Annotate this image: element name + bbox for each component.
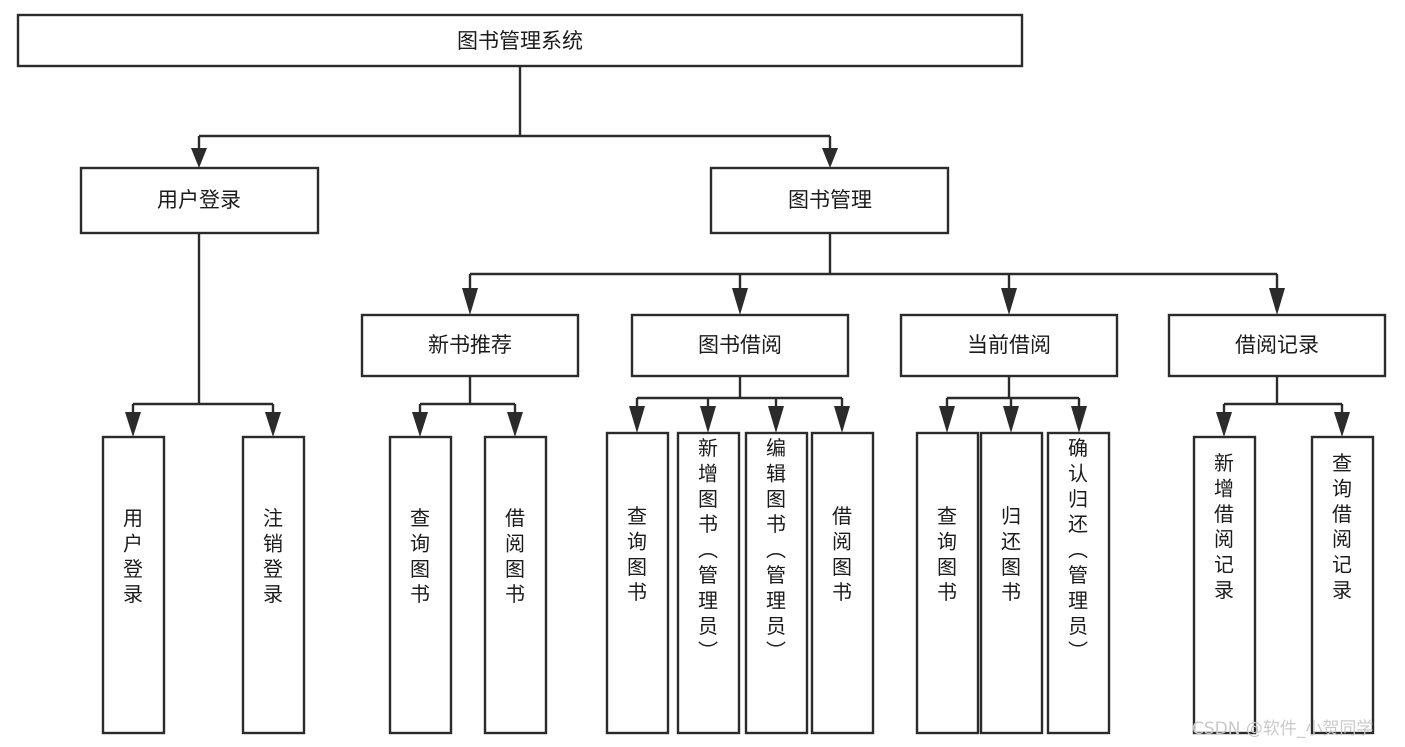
node-leaf-query-book-3[interactable]: 查询图书 <box>915 431 980 735</box>
node-user-login-box[interactable] <box>79 166 320 235</box>
node-leaf-query-book-3-box[interactable] <box>915 431 980 735</box>
node-current-borrow[interactable]: 当前借阅 <box>899 313 1119 378</box>
node-leaf-add-record[interactable]: 新增借阅记录 <box>1192 435 1257 735</box>
arrow-head-leaf-query-record <box>1334 412 1350 437</box>
node-user-login[interactable]: 用户登录 <box>79 166 320 235</box>
node-leaf-query-book-3-label: 查询图书 <box>937 504 957 604</box>
arrow-head-leaf-edit-book <box>768 406 784 433</box>
node-root-label: 图书管理系统 <box>457 29 583 53</box>
arrow-head-leaf-query-book-2 <box>629 406 645 433</box>
node-leaf-query-book-2[interactable]: 查询图书 <box>605 431 670 735</box>
node-leaf-edit-book-box[interactable] <box>744 431 809 735</box>
node-leaf-edit-book-label: 编辑图书︵管理员︶ <box>766 436 786 663</box>
node-leaf-query-record-label: 查询借阅记录 <box>1332 451 1352 602</box>
node-leaf-query-book-2-box[interactable] <box>605 431 670 735</box>
node-leaf-confirm-return-box[interactable] <box>1046 431 1111 735</box>
node-leaf-logout[interactable]: 注销登录 <box>241 435 306 735</box>
node-leaf-edit-book[interactable]: 编辑图书︵管理员︶ <box>744 431 809 735</box>
node-leaf-borrow-book-2-label: 借阅图书 <box>832 504 852 604</box>
arrow-head-borrow-record <box>1269 288 1285 315</box>
connector-layer <box>125 66 1350 437</box>
node-leaf-confirm-return-label: 确认归还︵管理员︶ <box>1068 436 1088 663</box>
node-new-book-recommend-box[interactable] <box>360 313 580 378</box>
node-leaf-user-login-box[interactable] <box>101 435 166 735</box>
node-leaf-borrow-book-2-box[interactable] <box>810 431 875 735</box>
node-borrow-record-box[interactable] <box>1167 313 1387 378</box>
arrow-head-leaf-query-book-1 <box>412 412 428 437</box>
arrow-head-leaf-user-login <box>125 412 141 437</box>
arrow-head-current-borrow <box>1001 288 1017 315</box>
node-leaf-add-record-label: 新增借阅记录 <box>1214 451 1234 602</box>
arrow-head-book-management <box>822 148 838 168</box>
node-book-borrow-label: 图书借阅 <box>698 333 782 357</box>
node-book-management[interactable]: 图书管理 <box>709 166 950 235</box>
node-new-book-recommend-label: 新书推荐 <box>428 333 512 357</box>
node-leaf-user-login-label: 用户登录 <box>123 506 143 606</box>
node-leaf-query-record[interactable]: 查询借阅记录 <box>1310 435 1375 735</box>
arrow-head-book-borrow <box>732 288 748 315</box>
node-leaf-user-login[interactable]: 用户登录 <box>101 435 166 735</box>
node-user-login-label: 用户登录 <box>157 188 241 212</box>
node-current-borrow-box[interactable] <box>899 313 1119 378</box>
node-book-borrow[interactable]: 图书借阅 <box>630 313 850 378</box>
node-leaf-borrow-book-1-box[interactable] <box>483 435 548 735</box>
node-book-management-label: 图书管理 <box>788 188 872 212</box>
node-leaf-query-book-2-label: 查询图书 <box>627 504 647 604</box>
arrow-head-leaf-query-book-3 <box>939 406 955 433</box>
node-leaf-confirm-return[interactable]: 确认归还︵管理员︶ <box>1046 431 1111 735</box>
arrow-head-leaf-return-book <box>1003 406 1019 433</box>
node-leaf-add-book[interactable]: 新增图书︵管理员︶ <box>676 431 741 735</box>
node-leaf-query-book-1-label: 查询图书 <box>410 506 430 606</box>
node-leaf-borrow-book-1[interactable]: 借阅图书 <box>483 435 548 735</box>
node-leaf-borrow-book-2[interactable]: 借阅图书 <box>810 431 875 735</box>
node-leaf-query-book-1[interactable]: 查询图书 <box>388 435 453 735</box>
node-root[interactable]: 图书管理系统 <box>16 13 1024 68</box>
node-leaf-borrow-book-1-label: 借阅图书 <box>505 506 525 606</box>
node-root-box[interactable] <box>16 13 1024 68</box>
node-leaf-add-record-box[interactable] <box>1192 435 1257 735</box>
arrow-head-leaf-logout <box>265 412 281 437</box>
node-borrow-record-label: 借阅记录 <box>1235 333 1319 357</box>
node-leaf-return-book-box[interactable] <box>979 431 1044 735</box>
node-leaf-query-book-1-box[interactable] <box>388 435 453 735</box>
node-leaf-query-record-box[interactable] <box>1310 435 1375 735</box>
node-new-book-recommend[interactable]: 新书推荐 <box>360 313 580 378</box>
arrow-head-leaf-borrow-book-1 <box>507 412 523 437</box>
node-leaf-logout-box[interactable] <box>241 435 306 735</box>
node-leaf-return-book-label: 归还图书 <box>1001 504 1021 604</box>
node-borrow-record[interactable]: 借阅记录 <box>1167 313 1387 378</box>
arrow-head-user-login <box>191 148 207 168</box>
node-book-borrow-box[interactable] <box>630 313 850 378</box>
arrow-head-leaf-add-record <box>1216 412 1232 437</box>
node-leaf-logout-label: 注销登录 <box>263 506 283 606</box>
arrow-head-leaf-borrow-book-2 <box>834 406 850 433</box>
arrow-head-leaf-add-book <box>700 406 716 433</box>
arrow-head-leaf-confirm-return <box>1071 406 1087 433</box>
node-leaf-add-book-label: 新增图书︵管理员︶ <box>698 436 718 663</box>
node-leaf-add-book-box[interactable] <box>676 431 741 735</box>
node-leaf-return-book[interactable]: 归还图书 <box>979 431 1044 735</box>
node-current-borrow-label: 当前借阅 <box>967 333 1051 357</box>
csdn-watermark: CSDN @软件_小贺同学 <box>1192 719 1373 739</box>
node-book-management-box[interactable] <box>709 166 950 235</box>
arrow-head-new-book-recommend <box>462 288 478 315</box>
